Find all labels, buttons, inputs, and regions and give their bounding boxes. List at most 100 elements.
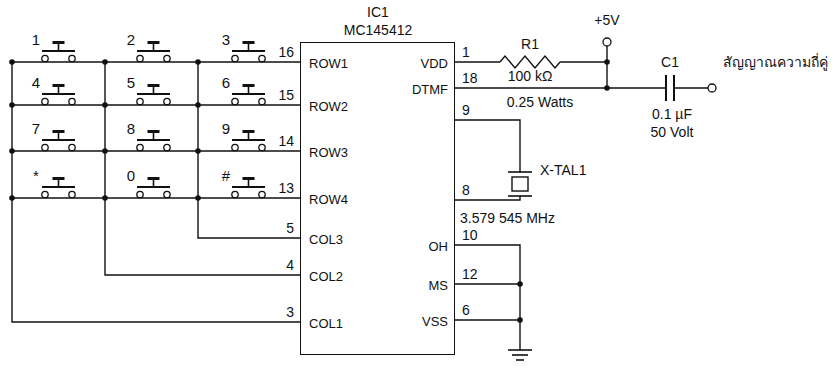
terminal xyxy=(232,144,238,150)
terminal xyxy=(137,144,143,150)
wire xyxy=(606,46,607,88)
part-label: R1 xyxy=(521,37,539,51)
pin-number: 14 xyxy=(278,134,294,148)
wire xyxy=(455,245,520,350)
junction-dot xyxy=(195,102,201,108)
pin-name: ROW4 xyxy=(309,193,348,206)
push-switch xyxy=(137,130,170,140)
value-label: 3.579 545 MHz xyxy=(460,211,555,225)
value-label: 50 Volt xyxy=(651,125,694,139)
pin-number: 1 xyxy=(462,45,470,59)
terminal xyxy=(259,191,265,197)
part-label: MC145412 xyxy=(344,23,413,37)
junction-dot xyxy=(604,85,610,91)
junction-dot xyxy=(9,59,15,65)
terminal xyxy=(69,144,75,150)
push-switch xyxy=(232,84,265,94)
push-switch xyxy=(42,130,75,140)
junction-dot xyxy=(102,195,108,201)
wire xyxy=(105,62,300,275)
pin-number: 4 xyxy=(286,258,294,272)
key-label: 8 xyxy=(127,121,135,136)
terminal xyxy=(164,191,170,197)
terminal xyxy=(137,55,143,61)
junction-dot xyxy=(102,148,108,154)
pin-number: 16 xyxy=(278,45,294,59)
terminal xyxy=(69,191,75,197)
push-switch xyxy=(232,130,265,140)
key-label: 9 xyxy=(222,121,230,136)
key-label: 6 xyxy=(222,75,230,90)
ground-symbol xyxy=(508,350,532,360)
terminal xyxy=(69,55,75,61)
terminal xyxy=(603,38,611,46)
terminal xyxy=(708,84,716,92)
terminal xyxy=(164,55,170,61)
junction-dot xyxy=(195,148,201,154)
crystal-symbol xyxy=(508,172,532,196)
push-switch xyxy=(232,177,265,187)
key-label: 3 xyxy=(222,32,230,47)
pin-name: VSS xyxy=(422,315,448,328)
push-switch xyxy=(42,84,75,94)
terminal xyxy=(232,55,238,61)
junction-dot xyxy=(604,59,610,65)
terminal xyxy=(42,144,48,150)
terminal xyxy=(259,55,265,61)
terminal xyxy=(42,191,48,197)
terminal xyxy=(164,98,170,104)
pin-name: DTMF xyxy=(412,83,448,96)
pin-name: COL2 xyxy=(309,270,343,283)
value-label: 100 kΩ xyxy=(508,69,553,83)
pin-name: COL1 xyxy=(309,317,343,330)
pin-number: 9 xyxy=(462,103,470,117)
pin-name: ROW2 xyxy=(309,100,348,113)
junction-dot xyxy=(102,59,108,65)
pin-name: MS xyxy=(429,279,449,292)
terminal xyxy=(69,98,75,104)
key-label: 2 xyxy=(127,32,135,47)
terminal xyxy=(232,98,238,104)
terminal xyxy=(232,191,238,197)
part-label: X-TAL1 xyxy=(540,163,586,177)
pin-number: 5 xyxy=(286,221,294,235)
key-label: 5 xyxy=(127,75,135,90)
terminal xyxy=(259,98,265,104)
terminal xyxy=(137,191,143,197)
key-label: 7 xyxy=(32,121,40,136)
supply-label: +5V xyxy=(594,13,619,27)
push-switch xyxy=(232,41,265,51)
wire xyxy=(674,87,708,88)
terminal xyxy=(42,55,48,61)
wire xyxy=(198,62,300,238)
pin-number: 8 xyxy=(462,183,470,197)
resistor-symbol xyxy=(500,56,560,68)
terminal xyxy=(164,144,170,150)
push-switch xyxy=(137,84,170,94)
pin-number: 15 xyxy=(278,88,294,102)
junction-dot xyxy=(517,317,523,323)
push-switch xyxy=(137,41,170,51)
pin-number: 3 xyxy=(286,305,294,319)
pin-name: COL3 xyxy=(309,233,343,246)
pin-number: 10 xyxy=(462,228,478,242)
wire xyxy=(455,87,666,88)
junction-dot xyxy=(195,195,201,201)
wire xyxy=(455,120,520,172)
junction-dot xyxy=(517,281,523,287)
pin-name: ROW1 xyxy=(309,57,348,70)
wire xyxy=(455,61,500,62)
wire xyxy=(12,150,300,151)
push-switch xyxy=(42,41,75,51)
terminal xyxy=(42,98,48,104)
key-label: 4 xyxy=(32,75,40,90)
ic-chip: IC1MC145412ROW1ROW2ROW3ROW4COL3COL2COL1V… xyxy=(300,42,455,355)
junction-dot xyxy=(9,195,15,201)
junction-dot xyxy=(195,59,201,65)
wire xyxy=(12,197,300,198)
pin-number: 6 xyxy=(462,303,470,317)
terminal xyxy=(259,144,265,150)
part-label: C1 xyxy=(661,55,679,69)
